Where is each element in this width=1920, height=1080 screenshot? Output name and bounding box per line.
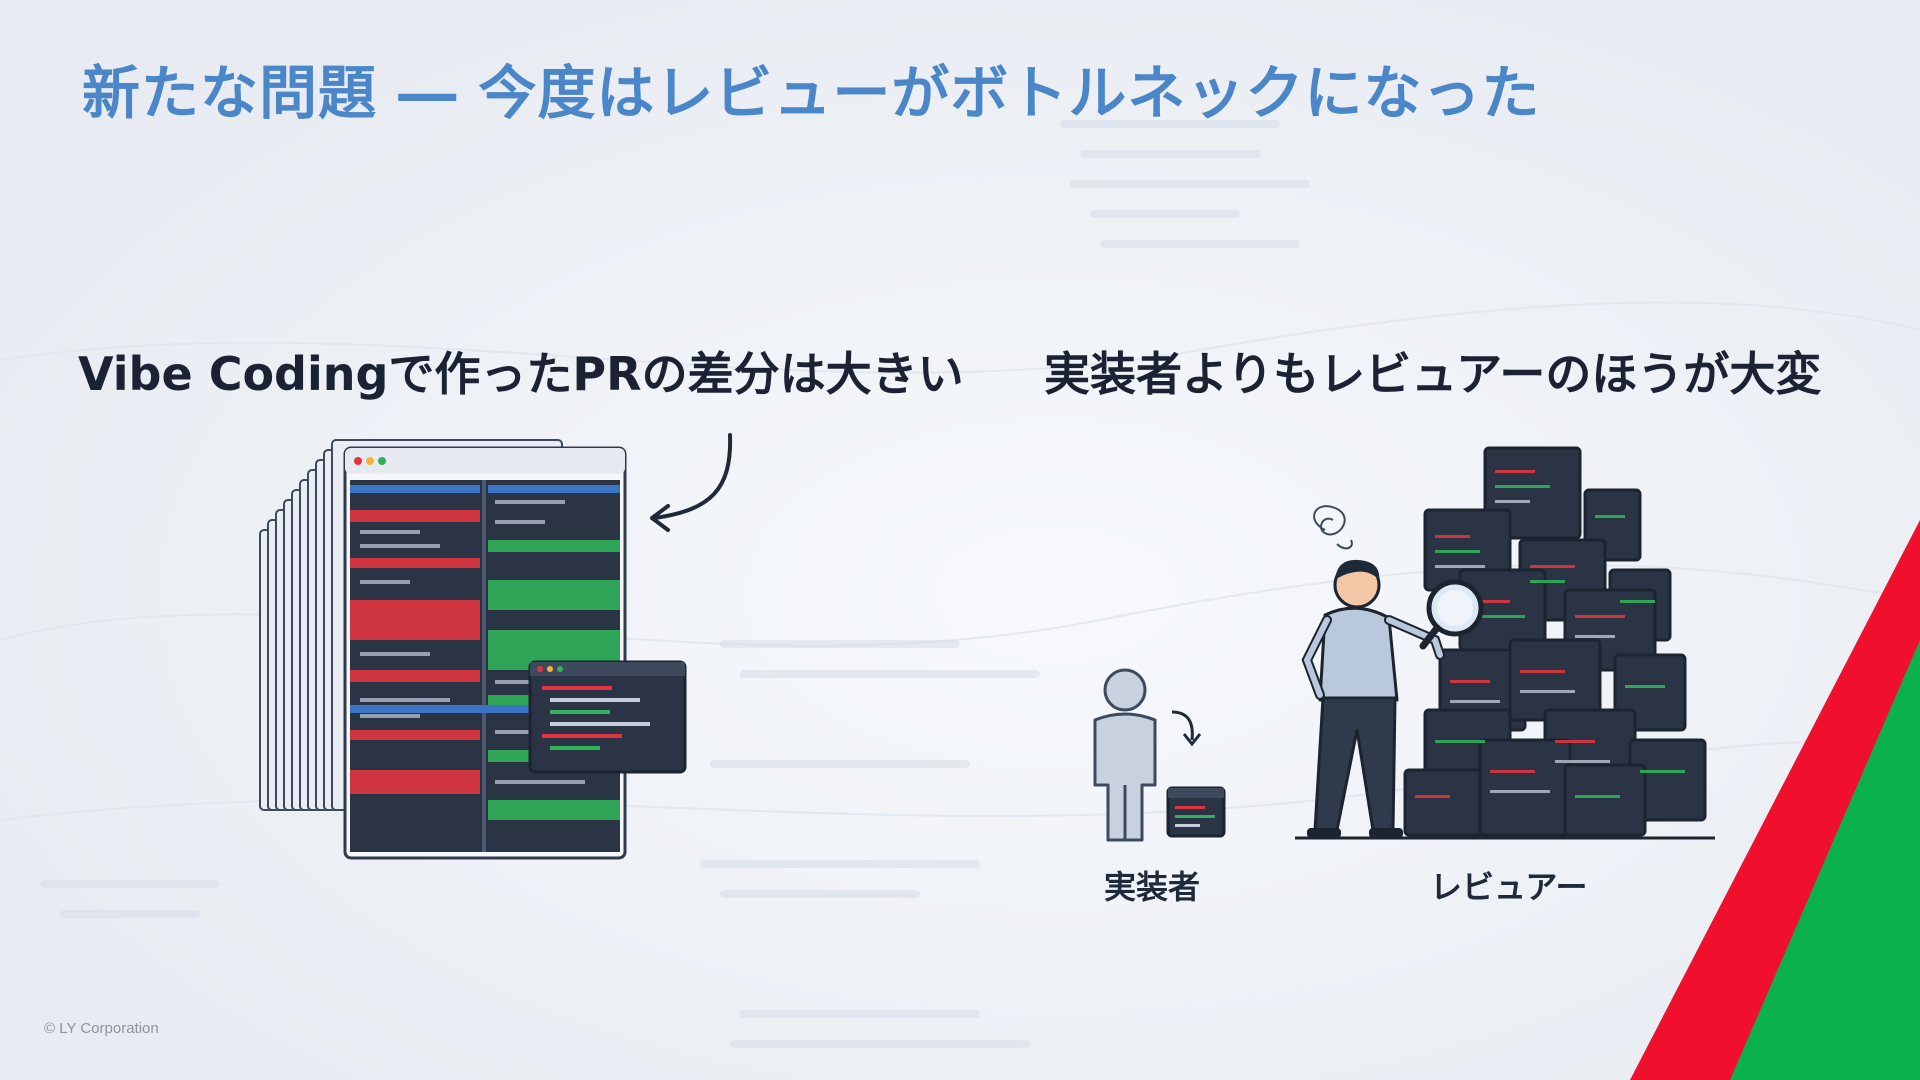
magnifying-glass-icon (1419, 579, 1484, 650)
reviewer-with-code-pile (1295, 446, 1715, 840)
copyright-footer: © LY Corporation (44, 1020, 159, 1037)
front-diff-window (343, 446, 627, 860)
brand-stripe-decoration (1630, 520, 1920, 1080)
right-heading: 実装者よりもレビュアーのほうが大変 (1044, 347, 1822, 401)
implementer-label: 実装者 (1104, 868, 1201, 906)
implementer-figure (1093, 668, 1226, 842)
left-heading: Vibe Codingで作ったPRの差分は大きい (78, 347, 964, 401)
large-diff-illustration (259, 439, 687, 860)
reviewer-label: レビュアー (1430, 868, 1588, 906)
stress-scribble-icon (1313, 505, 1353, 550)
code-window-pile (1403, 446, 1707, 837)
curved-arrow-icon (650, 433, 733, 532)
slide-title: 新たな問題 ― 今度はレビューがボトルネックになった (82, 59, 1541, 127)
reviewer-figure (1301, 559, 1445, 838)
popup-code-window (528, 660, 687, 774)
